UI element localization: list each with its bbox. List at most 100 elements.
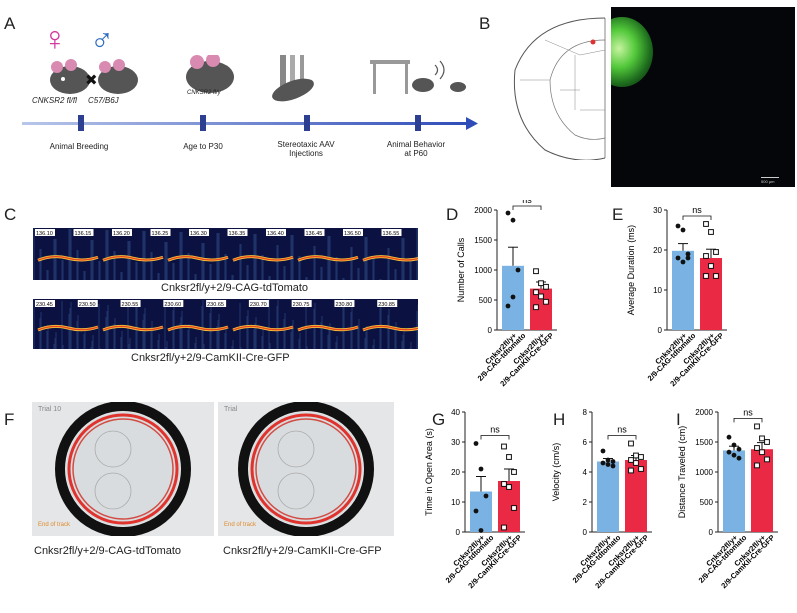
- data-point: [703, 273, 709, 279]
- data-point: [759, 435, 765, 442]
- open-field-image-2: Trial End of track: [218, 402, 394, 536]
- data-point: [703, 221, 709, 227]
- panel-letter-f: F: [4, 410, 15, 429]
- time-tick-label: 136.55: [383, 231, 400, 237]
- y-tick-label: 500: [700, 498, 714, 507]
- data-point: [533, 304, 539, 311]
- mouse-icon: [98, 59, 138, 94]
- y-tick-label: 0: [709, 528, 714, 537]
- y-axis-label: Velocity (cm/s): [551, 443, 561, 502]
- bar: [597, 461, 619, 532]
- end-of-track-label-2: End of track: [224, 522, 257, 528]
- data-point: [754, 423, 760, 430]
- mouse1-label: CNKSR2 fl/fl: [32, 96, 77, 105]
- y-tick-label: 40: [451, 408, 460, 417]
- data-point: [605, 462, 611, 467]
- time-tick-label: 230.45: [36, 302, 53, 308]
- panel-letter-c: C: [4, 205, 17, 224]
- data-point: [543, 283, 549, 290]
- data-point: [506, 454, 512, 460]
- y-axis-label: Average Duration (ms): [626, 225, 636, 315]
- y-tick-label: 500: [479, 296, 493, 305]
- data-point: [628, 457, 634, 463]
- data-point: [600, 460, 606, 466]
- time-tick-label: 136.25: [152, 231, 169, 237]
- panel-letter-g: G: [432, 410, 446, 429]
- data-point: [511, 469, 517, 475]
- significance-label: ns: [692, 205, 702, 215]
- significance-label: ns: [522, 200, 532, 205]
- data-point: [731, 452, 737, 458]
- data-point: [675, 223, 681, 229]
- data-point: [538, 280, 544, 287]
- data-point: [708, 263, 714, 269]
- timeline-step-2: Age to P30: [183, 142, 223, 151]
- data-point: [501, 481, 507, 487]
- y-tick-label: 0: [488, 326, 493, 335]
- male-symbol: ♂: [90, 22, 114, 58]
- y-tick-label: 20: [653, 246, 662, 255]
- data-point: [478, 528, 484, 533]
- panel-a-illustrations: ✖: [50, 55, 466, 102]
- mouse-icon: [50, 59, 90, 94]
- data-point: [605, 457, 611, 463]
- y-tick-label: 1000: [695, 468, 713, 477]
- time-tick-label: 230.70: [250, 302, 267, 308]
- mouse-icon: [186, 55, 234, 93]
- data-point: [478, 466, 484, 472]
- significance-bracket: [682, 215, 712, 220]
- data-point: [505, 210, 511, 216]
- bar: [751, 449, 773, 532]
- open-field-image-1: Trial 10 End of track: [32, 402, 214, 536]
- significance-label: ns: [490, 425, 500, 435]
- y-tick-label: 20: [451, 468, 460, 477]
- cross-icon: ✖: [85, 72, 98, 89]
- time-tick-label: 136.10: [36, 231, 53, 237]
- panel-letter-a: A: [4, 14, 16, 33]
- time-tick-label: 230.85: [378, 302, 395, 308]
- fluorescence-image: 500 µm: [611, 7, 795, 187]
- time-tick-label: 230.80: [335, 302, 352, 308]
- data-point: [633, 460, 639, 466]
- y-axis-label: Number of Calls: [456, 237, 466, 302]
- data-point: [483, 493, 489, 499]
- data-point: [610, 463, 616, 469]
- scale-bar-label: 500 µm: [761, 179, 775, 184]
- data-point: [708, 229, 714, 235]
- time-tick-label: 230.60: [164, 302, 181, 308]
- spectrogram-2-caption: Cnksr2fl/y+2/9-CamKII-Cre-GFP: [131, 352, 290, 364]
- data-point: [473, 441, 479, 446]
- data-point: [501, 443, 507, 450]
- panel-letter-i: I: [676, 410, 681, 429]
- bar: [625, 460, 647, 532]
- time-tick-label: 230.75: [293, 302, 310, 308]
- data-point: [685, 255, 691, 261]
- open-field-caption-2: Cnksr2fl/y+2/9-CamKII-Cre-GFP: [223, 545, 382, 557]
- timeline-step-1: Animal Breeding: [49, 142, 109, 151]
- data-point: [726, 449, 732, 455]
- y-tick-label: 6: [583, 438, 588, 447]
- brain-atlas-diagram: [513, 17, 606, 160]
- female-symbol: ♀: [42, 20, 68, 58]
- data-point: [510, 294, 516, 300]
- data-point: [600, 448, 606, 454]
- scale-bar: [761, 177, 779, 178]
- y-tick-label: 1500: [474, 236, 492, 245]
- data-point: [505, 303, 511, 309]
- data-point: [638, 454, 644, 460]
- y-tick-label: 2000: [695, 408, 713, 417]
- time-tick-label: 136.40: [267, 231, 284, 237]
- data-point: [713, 273, 719, 279]
- time-tick-label: 136.20: [113, 231, 130, 237]
- y-axis-label: Distance Traveled (cm): [677, 426, 687, 519]
- time-tick-label: 136.45: [306, 231, 323, 237]
- data-point: [754, 462, 760, 469]
- data-point: [533, 289, 539, 296]
- data-point: [538, 293, 544, 300]
- trial-label-1: Trial 10: [38, 406, 62, 413]
- data-point: [754, 445, 760, 451]
- end-of-track-label-1: End of track: [38, 522, 71, 528]
